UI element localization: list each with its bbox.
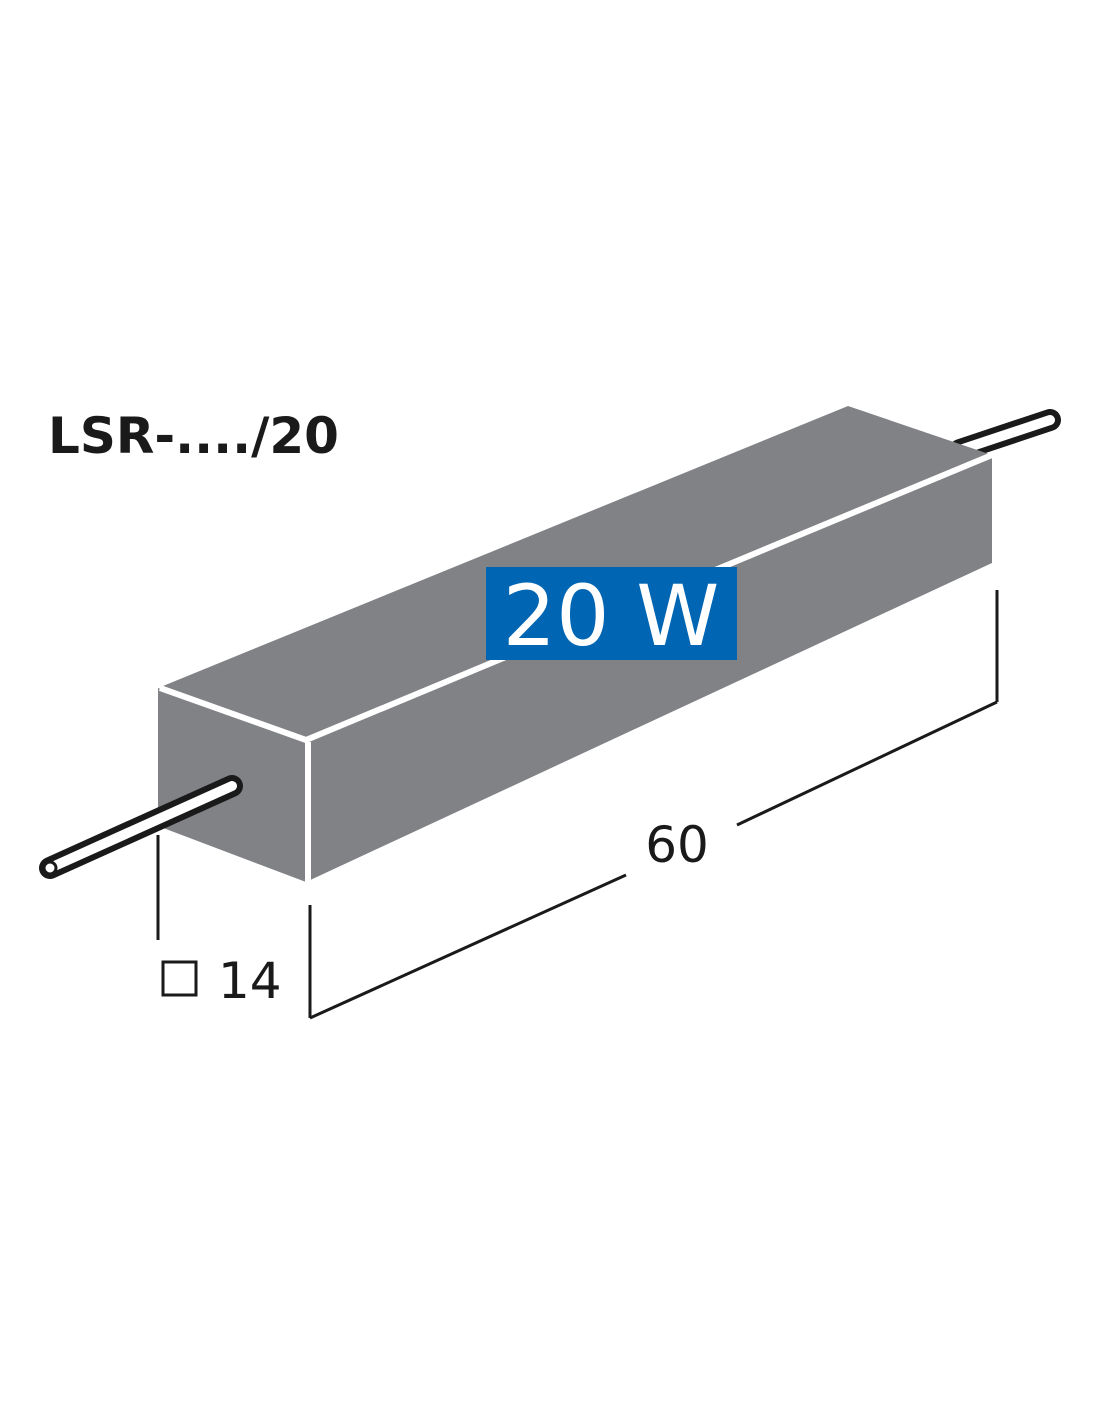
power-badge-text: 20 W — [503, 567, 720, 665]
model-label: LSR-..../20 — [48, 407, 339, 465]
cross-section-dimension: 14 — [218, 952, 282, 1010]
dimension-lines — [156, 590, 999, 1020]
power-badge: 20 W — [486, 567, 737, 665]
left-lead — [39, 775, 243, 879]
right-lead — [949, 409, 1061, 461]
side-face — [306, 455, 992, 882]
length-dimension: 60 — [645, 816, 709, 874]
square-icon — [161, 960, 198, 997]
